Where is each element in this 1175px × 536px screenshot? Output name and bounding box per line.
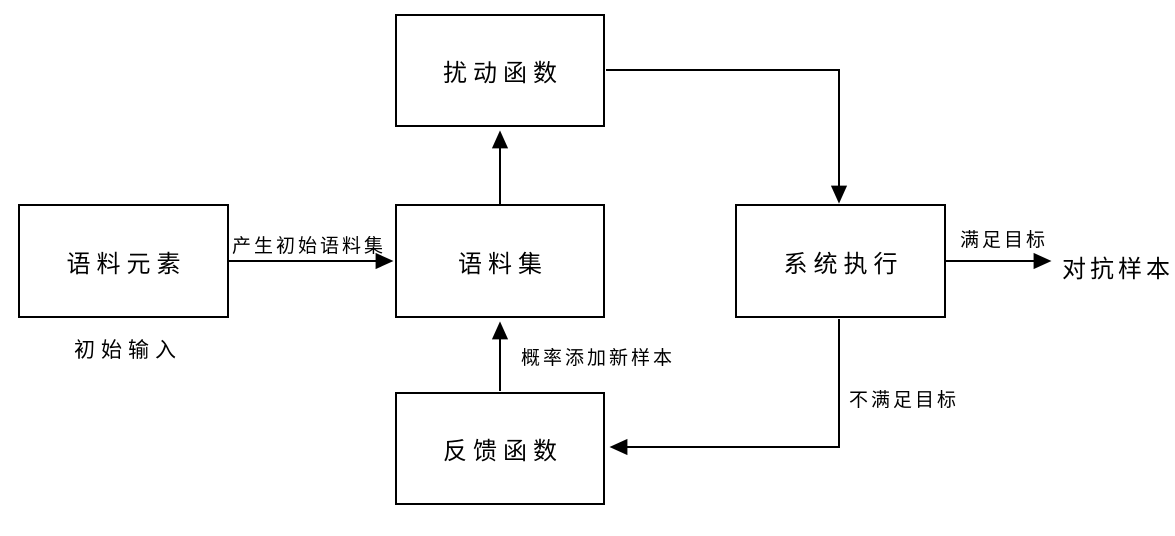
node-feedback-function: 反馈函数	[395, 392, 605, 505]
node-feedback-function-label: 反馈函数	[443, 439, 563, 465]
arrow-system-execution-to-feedback-function	[609, 319, 840, 456]
node-corpus-element-label: 语料元素	[66, 251, 187, 278]
edge-label-probability-add-new-sample: 概率添加新样本	[521, 348, 676, 369]
node-corpus-set: 语料集	[395, 204, 605, 318]
arrow-perturbation-function-to-system-execution	[606, 69, 848, 204]
edge-label-generate-initial-corpus: 产生初始语料集	[232, 236, 387, 257]
node-corpus-element: 语料元素	[18, 204, 229, 318]
node-system-execution-label: 系统执行	[783, 251, 904, 278]
edge-label-not-satisfy-target: 不满足目标	[849, 390, 960, 411]
node-system-execution: 系统执行	[735, 204, 946, 318]
annotation-initial-input: 初始输入	[74, 338, 182, 362]
node-perturbation-function-label: 扰动函数	[443, 61, 563, 87]
node-perturbation-function: 扰动函数	[395, 14, 605, 127]
annotation-adversarial-sample: 对抗样本	[1062, 257, 1174, 283]
edge-label-satisfy-target: 满足目标	[960, 230, 1049, 251]
node-corpus-set-label: 语料集	[458, 251, 548, 278]
